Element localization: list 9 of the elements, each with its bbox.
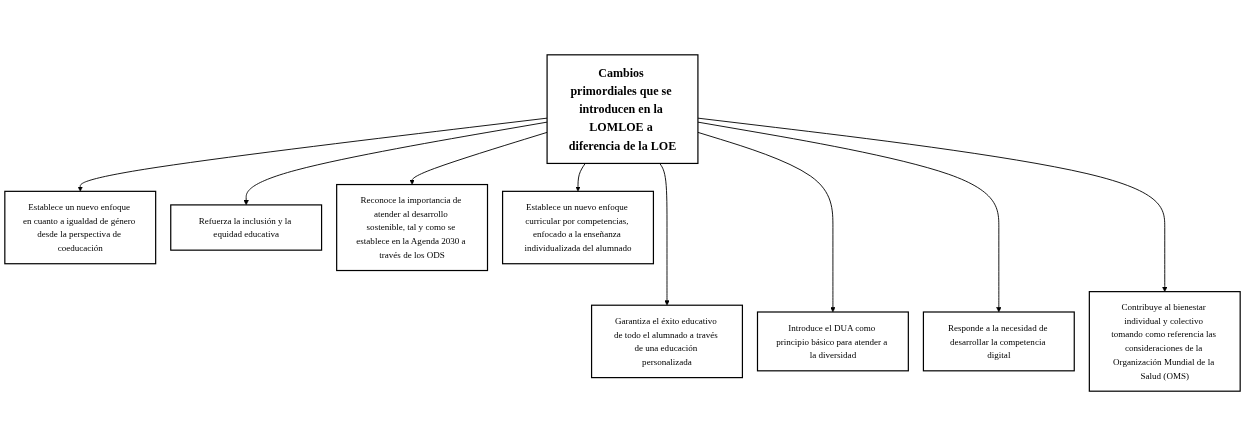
node-box: Responde a la necesidad de desarrollar la competencia digital	[922, 311, 1075, 372]
node-box: Garantiza el éxito educativo de todo el alumnado a través de una educación personalizada	[590, 305, 743, 379]
node-box: Contribuye al bienestar individual y colectivo tomando como referencia las consideraciones de la Organización Mundial de la Salud (OMS)	[1088, 291, 1241, 393]
node-box: Establece un nuevo enfoque en cuanto a igualdad de género desde la perspectiva de coeducación	[4, 191, 157, 265]
node-box: Refuerza la inclusión y la equidad educativa	[170, 204, 323, 252]
node-box: Cambios primordiales que se introducen en la LOMLOE a diferencia de la LOE	[546, 54, 699, 165]
node-box: Introduce el DUA como principio básico para atender a la diversidad	[756, 311, 909, 372]
node-box: Reconoce la importancia de atender al desarrollo sostenible, tal y como se establece en la Agenda 2030 a través de los ODS	[336, 184, 489, 272]
node-box: Establece un nuevo enfoque curricular por competencias, enfocado a la enseñanza individualizada del alumnado	[502, 191, 655, 265]
